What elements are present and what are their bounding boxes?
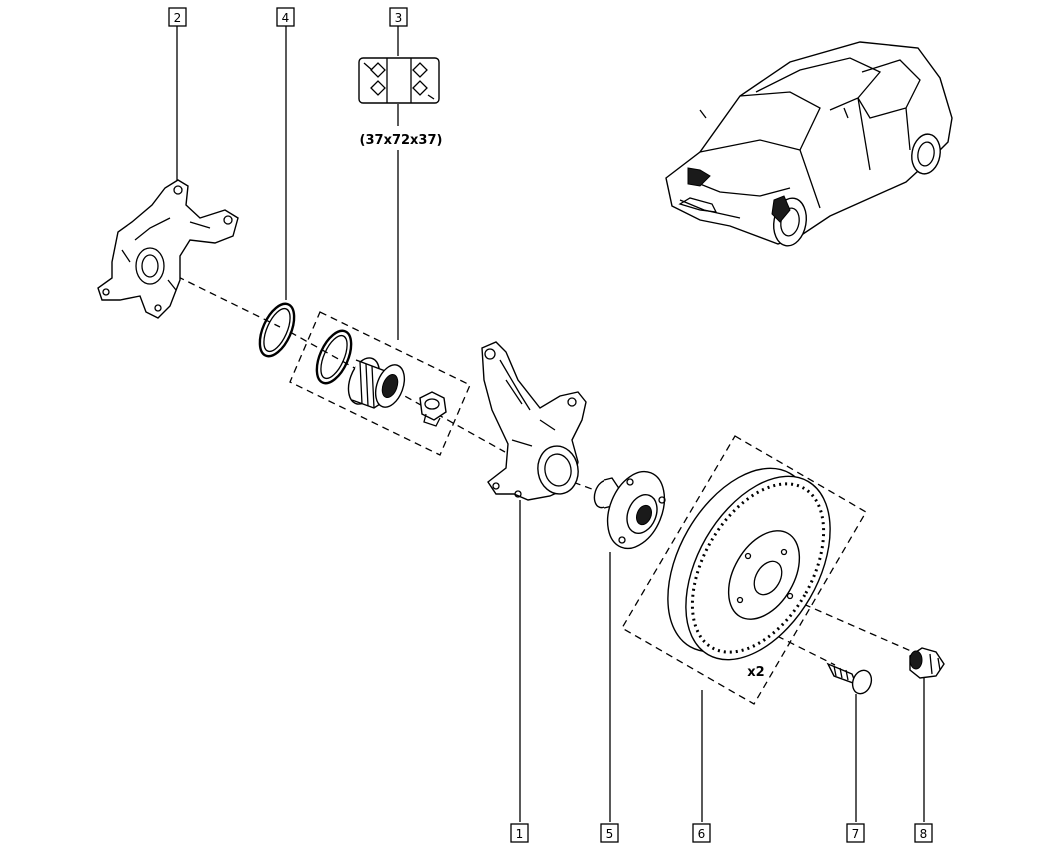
callout-3-text: 3	[395, 11, 403, 25]
callout-6: 6	[692, 823, 711, 843]
callout-1-text: 1	[516, 827, 524, 841]
disc-screw-part-7	[826, 662, 873, 822]
callout-3: 3	[389, 7, 408, 340]
callout-8-text: 8	[920, 827, 928, 841]
callout-5: 5	[600, 823, 619, 843]
callout-5-text: 5	[606, 827, 614, 841]
hub-nut-in-kit	[419, 391, 447, 427]
callout-1: 1	[510, 823, 529, 843]
callout-7: 7	[846, 823, 865, 843]
callout-2: 2	[168, 7, 187, 182]
steering-knuckle-part-2	[97, 179, 239, 319]
steering-knuckle-part-1	[481, 341, 587, 822]
callout-4-text: 4	[282, 11, 290, 25]
car-location-illustration	[665, 41, 953, 247]
callout-2-text: 2	[174, 11, 182, 25]
callout-4: 4	[276, 7, 295, 300]
brake-disc-part-6	[667, 467, 831, 822]
circlip-part-4	[258, 302, 296, 358]
hub-nut-part-8	[909, 647, 945, 822]
bearing-kit-frame	[289, 311, 471, 456]
axis-line-3	[539, 469, 601, 493]
callout-6-text: 6	[698, 827, 706, 841]
bearing-section-icon	[358, 57, 440, 104]
callout-8: 8	[914, 823, 933, 843]
highlight-right-hub	[771, 195, 791, 223]
callout-7-text: 7	[852, 827, 860, 841]
wheel-bearing-part-3	[347, 357, 406, 409]
circlip-in-kit	[315, 329, 353, 385]
bearing-size-label: (37x72x37)	[360, 133, 443, 148]
wheel-hub-part-5	[593, 470, 666, 822]
quantity-note: x2	[747, 665, 764, 680]
highlight-left-hub	[687, 167, 711, 187]
brake-disc-frame	[621, 435, 867, 705]
